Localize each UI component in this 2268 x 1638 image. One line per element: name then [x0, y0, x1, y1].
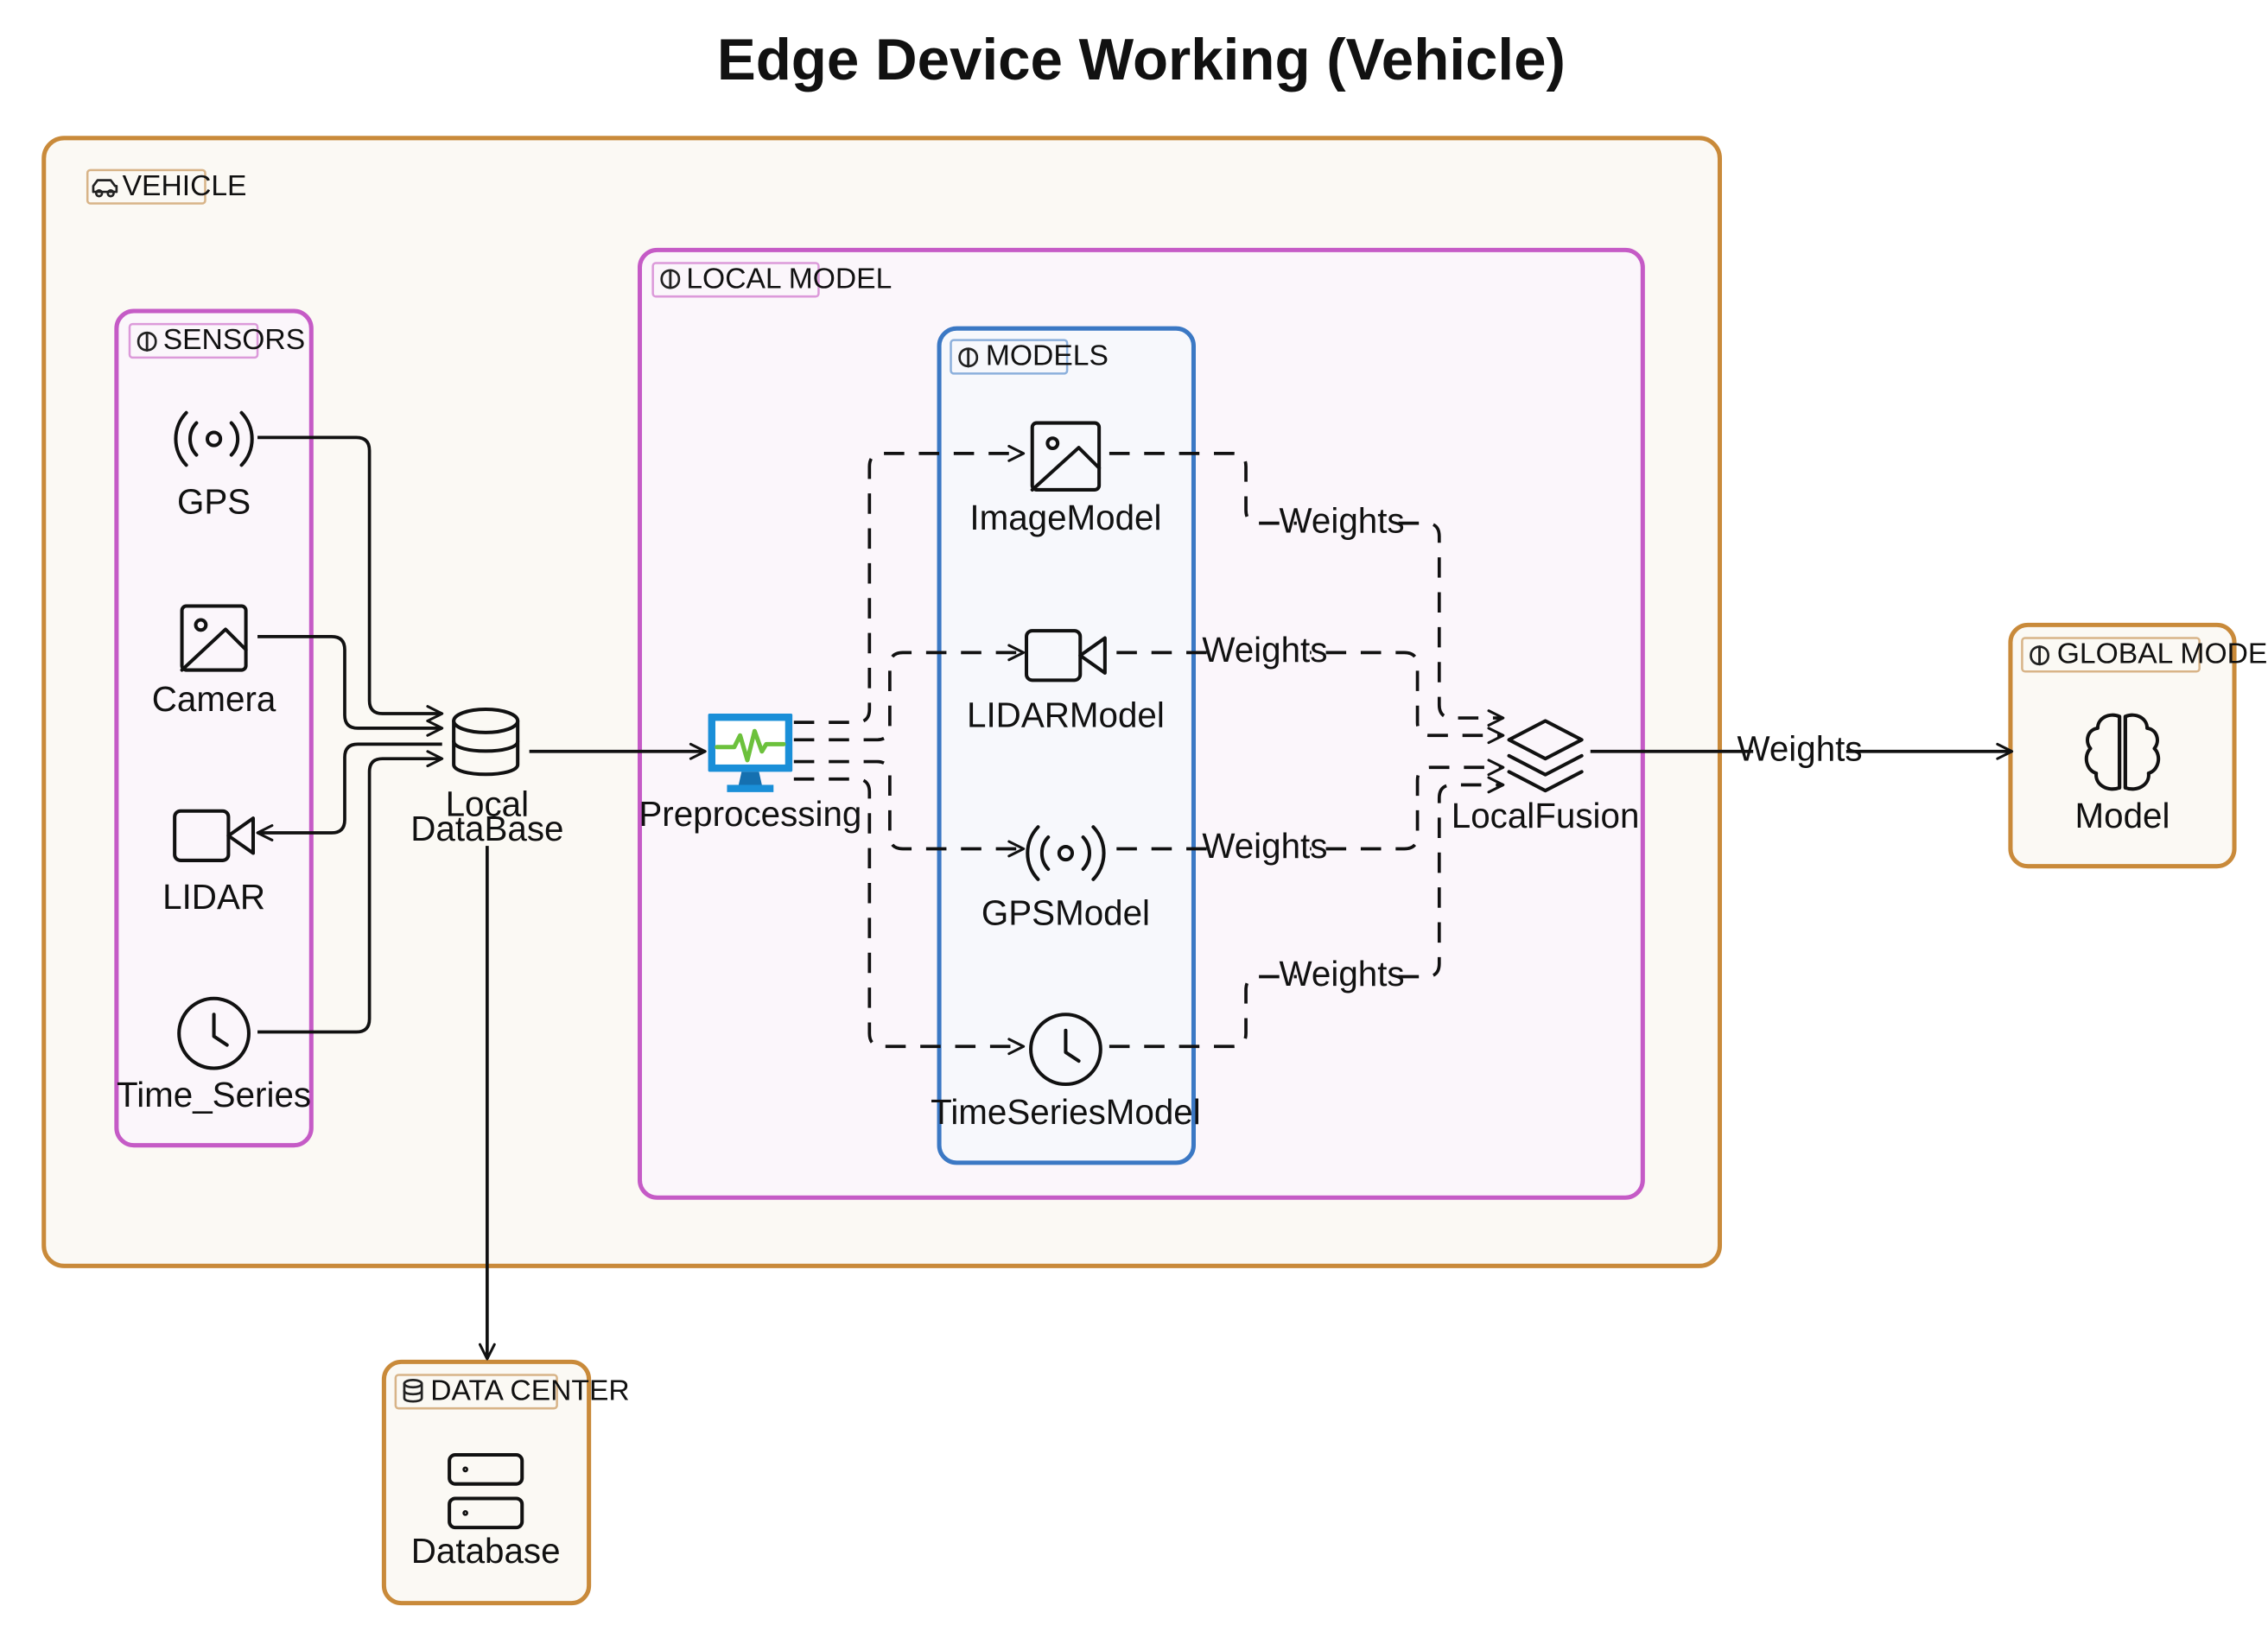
- weights-label: Weights: [1280, 954, 1405, 994]
- sensor-time-series[interactable]: Time_Series: [117, 996, 311, 1114]
- data-center-group: DATA CENTER: [381, 1359, 630, 1606]
- layers-icon: [1507, 719, 1584, 793]
- edge-gps-model-to-fusion: [1116, 759, 1505, 851]
- image-icon: [1030, 421, 1102, 492]
- database-icon: [403, 1379, 423, 1403]
- brain-icon: [2084, 713, 2161, 791]
- edge-database-to-lidar: [256, 742, 442, 841]
- local-database-label-line2: DataBase: [410, 809, 563, 848]
- weights-label: Weights: [1737, 728, 1862, 768]
- edge-label-image-weights: Weights: [1280, 500, 1405, 541]
- sensor-gps[interactable]: GPS: [174, 410, 254, 522]
- data-center-tag: DATA CENTER: [394, 1374, 630, 1410]
- sensor-camera-label: Camera: [152, 679, 276, 719]
- video-camera-icon: [1024, 629, 1107, 682]
- local-fusion-label: LocalFusion: [1452, 796, 1640, 835]
- database-cylinder-icon: [452, 707, 520, 777]
- server-stack-icon: [448, 1453, 524, 1530]
- preprocessing-label: Preprocessing: [638, 794, 861, 834]
- local-database-node[interactable]: Local DataBase: [410, 707, 563, 848]
- sensor-gps-label: GPS: [177, 481, 251, 521]
- weights-label: Weights: [1202, 826, 1327, 866]
- edge-label-time-weights: Weights: [1280, 954, 1405, 994]
- sensors-tag-label: SENSORS: [163, 324, 305, 356]
- model-lidar-label: LIDARModel: [967, 695, 1165, 735]
- global-model-tag-label: GLOBAL MODEL: [2057, 638, 2268, 670]
- image-icon: [180, 604, 248, 672]
- sensor-time-series-label: Time_Series: [117, 1075, 311, 1114]
- local-model-tag: LOCAL MODEL: [651, 262, 892, 298]
- edge-lidar-model-to-fusion: [1116, 651, 1505, 745]
- page-title: Edge Device Working (Vehicle): [717, 28, 1566, 92]
- vehicle-tag: VEHICLE: [86, 168, 247, 205]
- local-fusion-node[interactable]: LocalFusion: [1452, 719, 1640, 835]
- global-model-label: Model: [2075, 796, 2170, 835]
- edge-label-global-weights: Weights: [1737, 728, 1863, 771]
- model-time-series[interactable]: TimeSeriesModel: [931, 1013, 1201, 1132]
- model-image-label: ImageModel: [969, 498, 1161, 537]
- model-lidar[interactable]: LIDARModel: [967, 629, 1165, 735]
- global-model-node[interactable]: Model: [2075, 713, 2170, 835]
- signal-broadcast-icon: [174, 410, 254, 467]
- video-camera-icon: [173, 809, 256, 862]
- global-model-tag: GLOBAL MODEL: [2021, 637, 2268, 673]
- data-center-tag-label: DATA CENTER: [430, 1375, 629, 1407]
- edge-gps-to-database: [257, 435, 444, 722]
- signal-broadcast-icon: [1026, 825, 1106, 881]
- edge-time-series-to-database: [257, 750, 444, 1034]
- database-label: Database: [411, 1531, 561, 1571]
- sensors-tag: SENSORS: [128, 322, 305, 359]
- monitor-pulse-icon: [708, 714, 793, 792]
- clock-icon: [1029, 1013, 1102, 1087]
- sensor-lidar[interactable]: LIDAR: [162, 809, 265, 917]
- sensor-lidar-label: LIDAR: [162, 877, 265, 917]
- vehicle-tag-label: VEHICLE: [123, 170, 247, 202]
- edge-preprocessing-to-gps-model: [793, 759, 1026, 858]
- sensors-group: SENSORS: [114, 308, 314, 1148]
- models-tag: MODELS: [950, 339, 1109, 375]
- model-gps-label: GPSModel: [982, 893, 1150, 933]
- model-time-series-label: TimeSeriesModel: [931, 1092, 1201, 1132]
- database-node[interactable]: Database: [411, 1453, 561, 1571]
- car-icon: [92, 179, 118, 198]
- model-gps[interactable]: GPSModel: [982, 825, 1150, 933]
- model-image[interactable]: ImageModel: [969, 421, 1161, 537]
- preprocessing-node[interactable]: Preprocessing: [638, 714, 861, 834]
- edge-camera-to-database: [257, 635, 444, 737]
- global-model-group: GLOBAL MODEL: [2008, 622, 2268, 869]
- edge-label-lidar-weights: Weights: [1202, 630, 1327, 670]
- sensor-camera[interactable]: Camera: [152, 604, 276, 720]
- weights-label: Weights: [1202, 630, 1327, 670]
- local-model-tag-label: LOCAL MODEL: [686, 263, 892, 295]
- local-database-label-line1: Local: [446, 784, 529, 823]
- weights-label: Weights: [1280, 500, 1405, 540]
- clock-icon: [177, 996, 251, 1070]
- edge-preprocessing-to-lidar-model: [793, 644, 1026, 742]
- models-tag-label: MODELS: [986, 340, 1109, 372]
- models-group: MODELS: [937, 326, 1196, 1165]
- edge-label-gps-weights: Weights: [1202, 826, 1327, 867]
